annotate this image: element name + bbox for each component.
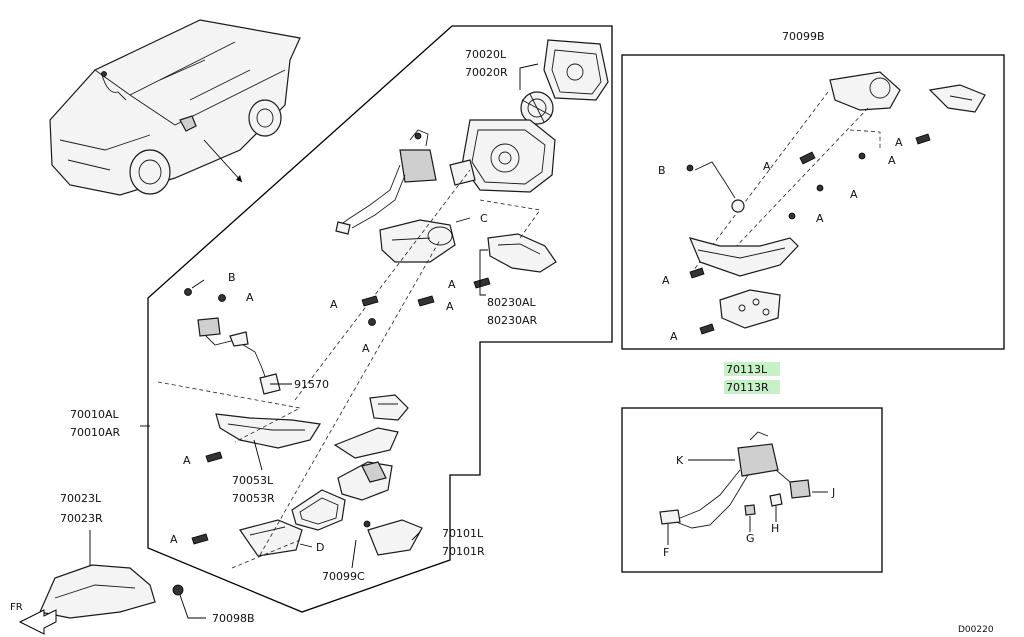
callout-d: D xyxy=(316,541,324,554)
highlight-70113l xyxy=(724,362,780,376)
callout-a: A xyxy=(888,154,896,167)
mirror-housing xyxy=(449,119,556,193)
label-80230al: 80230AL xyxy=(487,296,537,309)
callout-b: B xyxy=(658,164,666,177)
bolts-main xyxy=(172,277,491,596)
label-70020r: 70020R xyxy=(465,66,508,79)
callout-a: A xyxy=(850,188,858,201)
callout-b: B xyxy=(228,271,236,284)
assembly-guides xyxy=(157,169,541,569)
label-91570: 91570 xyxy=(294,378,329,391)
label-70098b: 70098B xyxy=(212,612,255,625)
label-70113r: 70113R xyxy=(726,381,769,394)
callout-a: A xyxy=(183,454,191,467)
mirror-cover-70023 xyxy=(39,564,156,619)
leader-lines-main xyxy=(89,63,539,619)
box-70099b xyxy=(621,54,1005,350)
highlight-70113r xyxy=(724,380,780,394)
mirror-actuator xyxy=(520,91,554,125)
part-labels: 70020L 70020R 70099B 80230AL 80230AR 915… xyxy=(10,30,994,635)
label-70113l: 70113L xyxy=(726,363,768,376)
front-label: FR xyxy=(10,602,23,613)
vehicle-illustration xyxy=(49,19,301,196)
box-70113 xyxy=(621,407,883,573)
label-70101l: 70101L xyxy=(442,527,484,540)
callout-a: A xyxy=(816,212,824,225)
sub-harness-91570 xyxy=(197,317,281,395)
callout-g: G xyxy=(746,532,755,545)
callout-a: A xyxy=(895,136,903,149)
label-70020l: 70020L xyxy=(465,48,507,61)
mount-bracket-70099b xyxy=(688,71,986,329)
callout-a: A xyxy=(662,274,670,287)
callout-j: J xyxy=(831,486,835,499)
callout-a: A xyxy=(670,330,678,343)
callout-c: C xyxy=(480,212,488,225)
leader-lines-70113 xyxy=(667,459,828,545)
label-70010al: 70010AL xyxy=(70,408,120,421)
main-frame xyxy=(147,25,613,613)
label-70023l: 70023L xyxy=(60,492,102,505)
callout-a: A xyxy=(448,278,456,291)
diagram-code: D00220 xyxy=(958,625,994,635)
label-70053r: 70053R xyxy=(232,492,275,505)
turn-lamp xyxy=(487,233,557,273)
callout-f: F xyxy=(663,546,669,559)
label-70023r: 70023R xyxy=(60,512,103,525)
label-70010ar: 70010AR xyxy=(70,426,121,439)
bolts-70099b xyxy=(686,133,931,335)
label-70101r: 70101R xyxy=(442,545,485,558)
callout-a: A xyxy=(246,291,254,304)
callout-a: A xyxy=(170,533,178,546)
wiring-harness xyxy=(335,129,437,235)
harness-70113 xyxy=(659,431,811,529)
callout-a: A xyxy=(763,160,771,173)
front-direction-icon xyxy=(18,609,57,635)
callout-k: K xyxy=(676,454,684,467)
label-70053l: 70053L xyxy=(232,474,274,487)
mirror-base xyxy=(379,219,456,263)
label-80230ar: 80230AR xyxy=(487,314,538,327)
callout-h: H xyxy=(771,522,779,535)
lower-parts xyxy=(239,394,423,557)
side-lamp-70053 xyxy=(215,413,321,449)
callout-letters: C A A A A B A A A D A A A B A A A A K J … xyxy=(170,136,903,559)
callout-a: A xyxy=(362,342,370,355)
callout-a: A xyxy=(446,300,454,313)
label-70099c: 70099C xyxy=(322,570,365,583)
label-70099b: 70099B xyxy=(782,30,825,43)
mirror-glass xyxy=(543,39,609,101)
callout-a: A xyxy=(330,298,338,311)
